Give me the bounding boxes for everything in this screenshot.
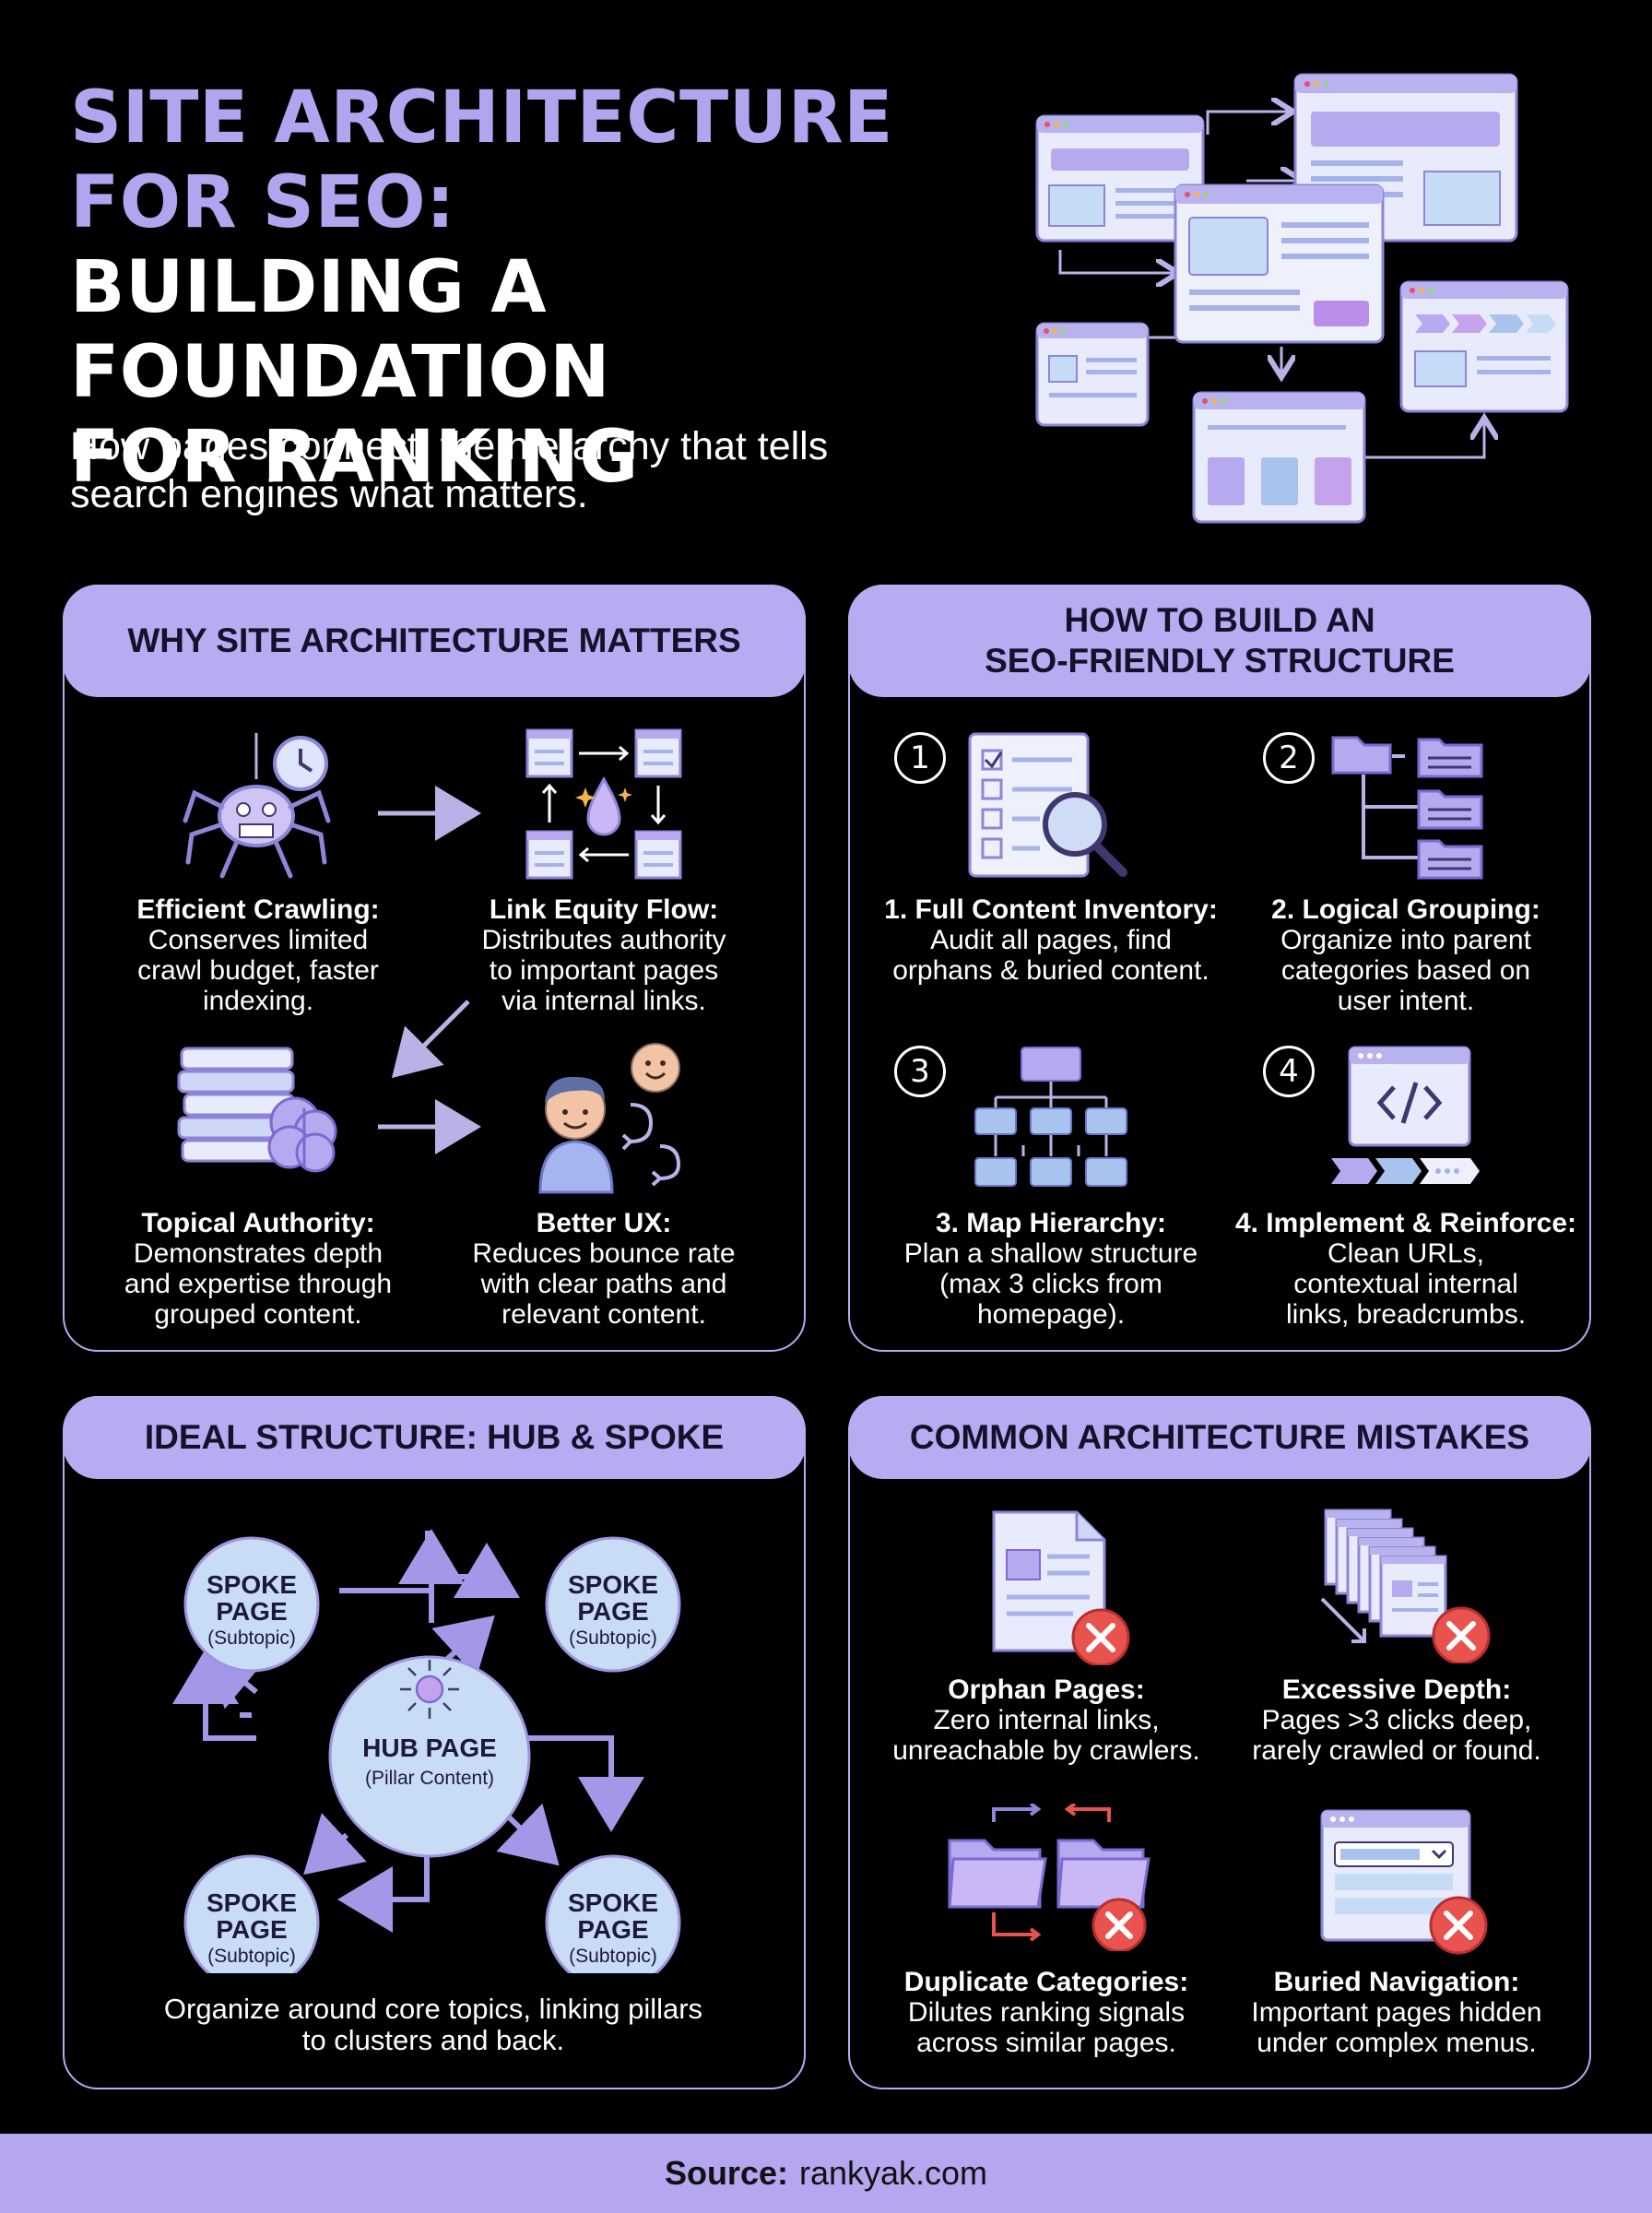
spoke-label-3b: PAGE — [216, 1915, 287, 1944]
browser-window-icon — [1192, 391, 1366, 524]
spoke-label-2b: PAGE — [577, 1597, 648, 1626]
hub-sublabel: (Pillar Content) — [365, 1768, 494, 1789]
step-number-3: 3 — [894, 1046, 946, 1097]
browser-window-icon — [1399, 280, 1569, 413]
page-subtitle: How pages connect, the hierarchy that te… — [70, 422, 900, 518]
source-footer: Source: rankyak.com — [0, 2134, 1652, 2213]
spoke-node — [183, 1536, 320, 1673]
spoke-sublabel-1: (Subtopic) — [207, 1627, 296, 1649]
hub-burst-icon — [400, 1660, 459, 1719]
hub-caption-line-1: Organize around core topics, linking pil… — [163, 1993, 703, 2025]
spoke-label-1: SPOKE — [206, 1570, 297, 1599]
why-panel-heading: WHY SITE ARCHITECTURE MATTERS — [63, 585, 806, 697]
title-line-3: BUILDING A FOUNDATION — [70, 246, 611, 414]
spoke-sublabel-2: (Subtopic) — [569, 1627, 657, 1649]
title-line-2: FOR SEO: — [70, 161, 455, 244]
how-step-3: 3. Map Hierarchy: Plan a shallow structu… — [903, 1208, 1198, 1330]
spoke-sublabel-4: (Subtopic) — [569, 1946, 657, 1967]
subtitle-line-1: How pages connect, the hierarchy that te… — [70, 424, 829, 468]
spoke-node — [545, 1854, 681, 1973]
browser-window-icon — [1035, 322, 1150, 427]
subtitle-line-2: search engines what matters. — [70, 472, 588, 516]
folder-grouping-icon — [1331, 736, 1483, 880]
spider-crawler-icon — [183, 733, 331, 879]
browser-window-icon — [1174, 183, 1385, 344]
spoke-label-4: SPOKE — [568, 1888, 658, 1917]
title-line-1: SITE ARCHITECTURE — [70, 77, 893, 160]
step-number-1: 1 — [894, 732, 946, 784]
spoke-node — [183, 1854, 320, 1973]
hierarchy-map-icon — [974, 1047, 1127, 1187]
code-implementation-icon — [1331, 1046, 1480, 1184]
mistake-duplicate-categories: Duplicate Categories: Dilutes ranking si… — [903, 1967, 1189, 2058]
topical-authority-icon — [177, 1047, 337, 1173]
how-heading-line-1: HOW TO BUILD AN — [1064, 601, 1375, 639]
mistakes-heading: COMMON ARCHITECTURE MISTAKES — [848, 1396, 1591, 1479]
buried-navigation-icon — [1320, 1809, 1488, 1955]
hub-caption-line-2: to clusters and back. — [301, 2024, 565, 2056]
content-inventory-icon — [968, 732, 1127, 878]
spoke-label-3: SPOKE — [206, 1888, 297, 1917]
linked-pages-illustration — [1035, 73, 1569, 524]
duplicate-categories-icon — [948, 1804, 1150, 1951]
how-panel: HOW TO BUILD AN SEO-FRIENDLY STRUCTURE — [848, 585, 1591, 1352]
spoke-label-2: SPOKE — [568, 1570, 658, 1599]
how-step-2: 2. Logical Grouping: Organize into paren… — [1271, 894, 1540, 1016]
step-number-2: 2 — [1263, 732, 1315, 784]
why-item-link-equity: Link Equity Flow: Distributes authority … — [481, 894, 726, 1016]
spoke-label-4b: PAGE — [577, 1915, 648, 1944]
browser-window-icon — [1035, 114, 1205, 243]
how-step-4: 4. Implement & Reinforce: Clean URLs, co… — [1234, 1208, 1577, 1330]
why-panel: WHY SITE ARCHITECTURE MATTERS — [63, 585, 806, 1352]
spoke-sublabel-3: (Subtopic) — [207, 1946, 296, 1967]
hub-label: HUB PAGE — [362, 1734, 497, 1762]
how-heading-line-2: SEO-FRIENDLY STRUCTURE — [985, 642, 1455, 680]
hub-caption: Organize around core topics, linking pil… — [74, 1994, 793, 2056]
spoke-node — [545, 1536, 681, 1673]
step-number-4: 4 — [1263, 1046, 1315, 1097]
why-item-crawling: Efficient Crawling: Conserves limited cr… — [136, 894, 380, 1016]
mistake-buried-navigation: Buried Navigation: Important pages hidde… — [1251, 1967, 1542, 2058]
source-label: Source: — [664, 2154, 788, 2192]
why-item-better-ux: Better UX: Reduces bounce rate with clea… — [472, 1208, 736, 1330]
happy-user-icon — [538, 1043, 681, 1194]
mistake-orphan-pages: Orphan Pages: Zero internal links, unrea… — [892, 1675, 1200, 1766]
mistakes-panel: COMMON ARCHITECTURE MISTAKES — [848, 1396, 1591, 2089]
how-panel-heading: HOW TO BUILD AN SEO-FRIENDLY STRUCTURE — [848, 585, 1591, 697]
mistake-excessive-depth: Excessive Depth: Pages >3 clicks deep, r… — [1252, 1675, 1541, 1766]
link-equity-flow-icon — [525, 728, 682, 880]
how-step-1: 1. Full Content Inventory: Audit all pag… — [884, 894, 1218, 986]
hub-spoke-heading: IDEAL STRUCTURE: HUB & SPOKE — [63, 1396, 806, 1479]
page-title: SITE ARCHITECTURE FOR SEO: BUILDING A FO… — [70, 76, 1047, 500]
spoke-label-1b: PAGE — [216, 1597, 287, 1626]
title-line-4: FOR RANKING — [70, 416, 639, 499]
why-item-topical-authority: Topical Authority: Demonstrates depth an… — [124, 1208, 393, 1330]
hub-spoke-diagram: HUB PAGE (Pillar Content) SPOKE PAGE (Su… — [172, 1529, 681, 1973]
orphan-page-icon — [992, 1510, 1130, 1665]
source-link[interactable]: rankyak.com — [798, 2154, 988, 2192]
excessive-depth-icon — [1320, 1509, 1491, 1663]
hub-node — [328, 1655, 531, 1858]
